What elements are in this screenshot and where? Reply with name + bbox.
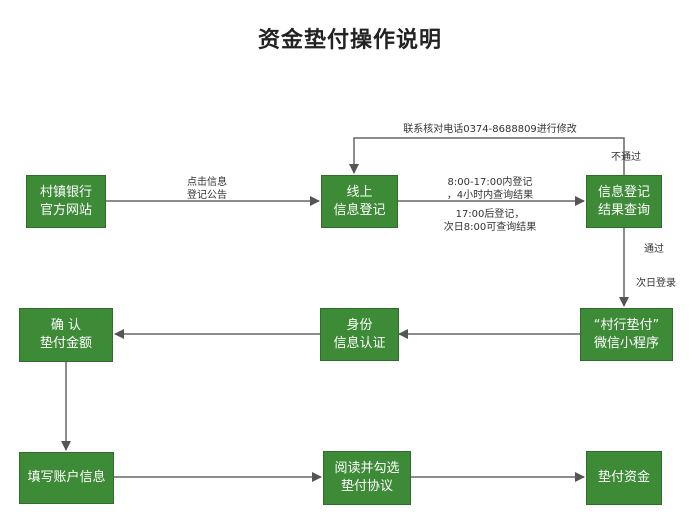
box-read-agreement: 阅读并勾选 垫付协议 bbox=[323, 451, 411, 505]
box-mini-program: “村行垫付” 微信小程序 bbox=[580, 308, 673, 361]
label-not-passed: 不通过 bbox=[611, 152, 641, 163]
label-click-info: 点击信息 登记公告 bbox=[187, 177, 227, 201]
label-contact-phone: 联系核对电话0374-8688809进行修改 bbox=[403, 124, 577, 135]
page-title: 资金垫付操作说明 bbox=[257, 28, 442, 53]
box-result-query: 信息登记 结果查询 bbox=[586, 175, 662, 228]
label-hours-day: 8:00-17:00内登记 ，4小时内查询结果 bbox=[446, 177, 534, 201]
box-fill-account: 填写账户信息 bbox=[19, 452, 114, 504]
box-confirm-amount: 确 认 垫付金额 bbox=[19, 308, 113, 362]
box-online-register: 线上 信息登记 bbox=[321, 175, 398, 228]
arrow-not-passed-loop bbox=[349, 137, 625, 175]
label-hours-after: 17:00后登记， 次日8:00可查询结果 bbox=[443, 209, 537, 233]
label-next-day-login: 次日登录 bbox=[636, 278, 676, 289]
box-identity-verify: 身份 信息认证 bbox=[320, 308, 399, 361]
box-bank-site: 村镇银行 官方网站 bbox=[26, 175, 106, 228]
label-passed: 通过 bbox=[644, 244, 664, 255]
box-fund-advance: 垫付资金 bbox=[586, 451, 662, 505]
